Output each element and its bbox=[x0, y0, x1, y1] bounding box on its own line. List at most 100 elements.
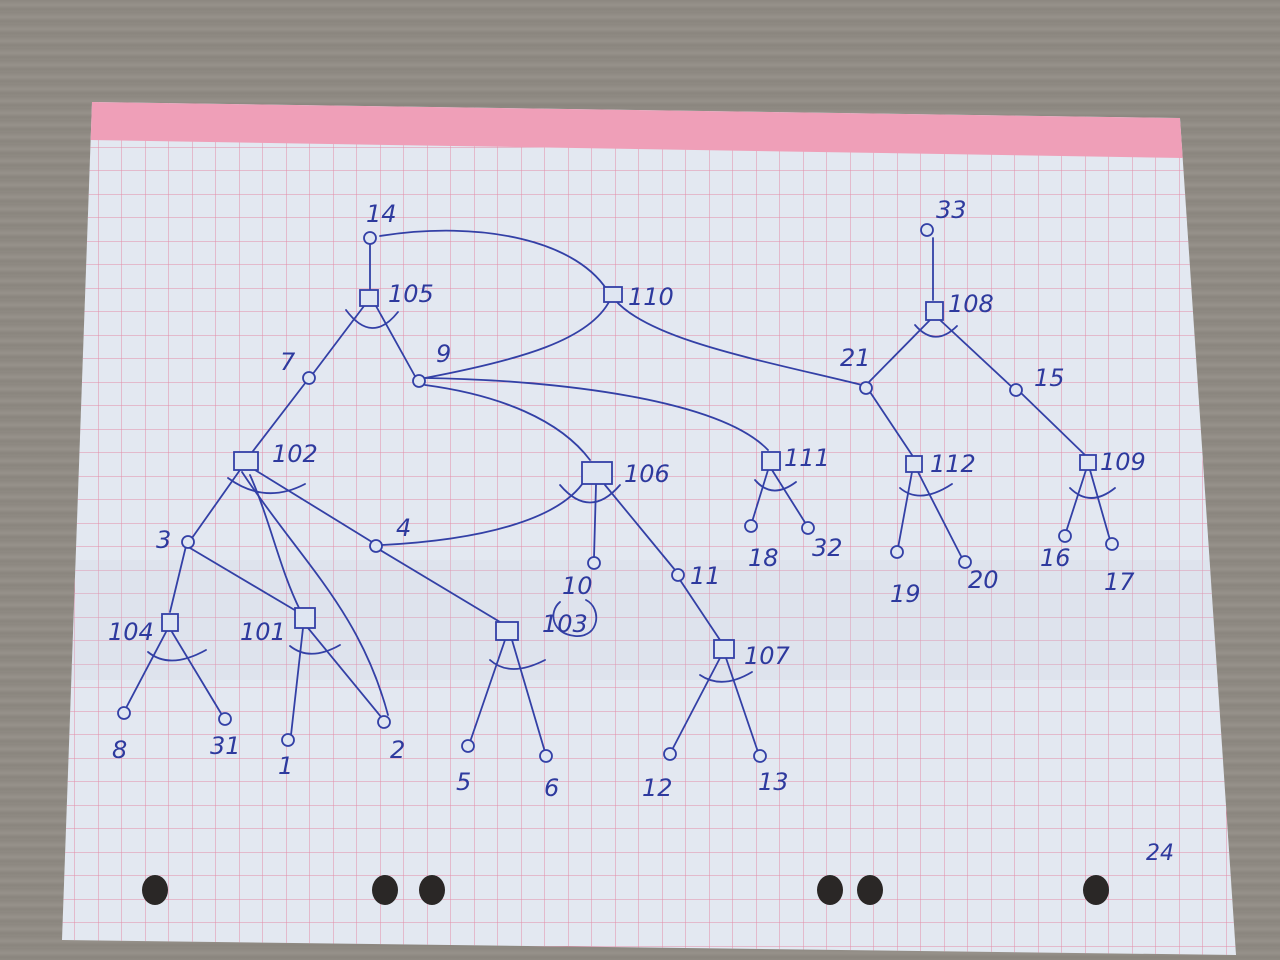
node-108-box bbox=[925, 301, 944, 321]
label-20: 20 bbox=[968, 566, 999, 594]
binder-holes bbox=[142, 875, 1109, 905]
edge-111-18 bbox=[751, 469, 769, 523]
edge-103-5 bbox=[469, 639, 506, 743]
label-110: 110 bbox=[628, 283, 674, 311]
label-109: 109 bbox=[1100, 448, 1146, 476]
edge-21-112 bbox=[869, 391, 913, 456]
node-4-circle bbox=[369, 539, 383, 553]
node-107-box bbox=[713, 639, 735, 659]
node-11-circle bbox=[671, 568, 685, 582]
and-arc-109 bbox=[1069, 487, 1116, 499]
node-8-circle bbox=[117, 706, 131, 720]
edge-3-104 bbox=[169, 545, 187, 613]
and-arc-112 bbox=[899, 483, 953, 497]
label-101: 101 bbox=[240, 618, 286, 646]
label-8: 8 bbox=[112, 736, 127, 764]
label-106: 106 bbox=[624, 460, 670, 488]
node-105-box bbox=[359, 289, 379, 307]
label-2: 2 bbox=[390, 736, 405, 764]
and-arc-102 bbox=[227, 477, 306, 495]
node-5-circle bbox=[461, 739, 475, 753]
edge-112-19 bbox=[897, 471, 913, 549]
label-31: 31 bbox=[210, 732, 241, 760]
node-16-circle bbox=[1058, 529, 1072, 543]
pink-margin-band bbox=[88, 102, 1183, 158]
and-arc-101 bbox=[289, 644, 341, 655]
edge-105-9 bbox=[375, 305, 417, 379]
edge-112-20 bbox=[917, 471, 963, 559]
and-arc-103 bbox=[489, 659, 546, 670]
label-7: 7 bbox=[280, 348, 296, 376]
and-arc-107 bbox=[699, 671, 753, 683]
loop-around-103 bbox=[552, 599, 598, 637]
edge-109-16 bbox=[1065, 469, 1087, 533]
node-102-box bbox=[233, 451, 259, 471]
edge-104-8 bbox=[125, 631, 167, 709]
edge-106-9 bbox=[424, 384, 591, 461]
label-32: 32 bbox=[812, 534, 843, 562]
label-9: 9 bbox=[436, 340, 451, 368]
node-33-circle bbox=[920, 223, 934, 237]
node-10-circle bbox=[587, 556, 601, 570]
node-15-circle bbox=[1009, 383, 1023, 397]
node-14-circle bbox=[363, 231, 377, 245]
node-17-circle bbox=[1105, 537, 1119, 551]
label-4: 4 bbox=[396, 514, 411, 542]
node-12-circle bbox=[663, 747, 677, 761]
edge-109-17 bbox=[1089, 469, 1111, 541]
node-20-circle bbox=[958, 555, 972, 569]
and-arc-106 bbox=[559, 484, 621, 504]
edge-105-7 bbox=[311, 305, 365, 376]
node-106-box bbox=[581, 461, 613, 485]
label-103: 103 bbox=[542, 610, 588, 638]
label-18: 18 bbox=[748, 544, 779, 572]
label-104: 104 bbox=[108, 618, 154, 646]
node-112-box bbox=[905, 455, 923, 473]
label-12: 12 bbox=[642, 774, 673, 802]
node-6-circle bbox=[539, 749, 553, 763]
label-3: 3 bbox=[156, 526, 171, 554]
label-108: 108 bbox=[948, 290, 994, 318]
and-arc-111 bbox=[754, 479, 797, 492]
label-11: 11 bbox=[690, 562, 721, 590]
label-13: 13 bbox=[758, 768, 789, 796]
and-arc-104 bbox=[147, 649, 207, 662]
edge-110-14 bbox=[379, 229, 611, 296]
edge-107-13 bbox=[725, 657, 759, 753]
edge-106-4 bbox=[381, 479, 586, 546]
label-16: 16 bbox=[1040, 544, 1071, 572]
label-102: 102 bbox=[272, 440, 318, 468]
node-labels: 14 33 105 110 108 7 9 21 15 102 106 111 … bbox=[108, 196, 1174, 866]
node-19-circle bbox=[890, 545, 904, 559]
node-3-circle bbox=[181, 535, 195, 549]
edge-15-109 bbox=[1019, 391, 1086, 456]
edge-103-6 bbox=[511, 639, 546, 753]
node-2-circle bbox=[377, 715, 391, 729]
edge-101-1 bbox=[290, 627, 304, 736]
label-15: 15 bbox=[1034, 364, 1065, 392]
node-21-circle bbox=[859, 381, 873, 395]
edge-102-2 bbox=[241, 471, 389, 716]
and-arc-105 bbox=[345, 309, 399, 329]
edge-11-107 bbox=[679, 579, 721, 641]
label-19: 19 bbox=[890, 580, 921, 608]
label-21: 21 bbox=[840, 344, 871, 372]
circle-nodes bbox=[117, 223, 1119, 763]
node-1-circle bbox=[281, 733, 295, 747]
node-13-circle bbox=[753, 749, 767, 763]
label-17: 17 bbox=[1104, 568, 1135, 596]
edge-4-103 bbox=[379, 549, 501, 623]
node-111-box bbox=[761, 451, 781, 471]
label-112: 112 bbox=[930, 450, 976, 478]
edge-111-32 bbox=[771, 469, 807, 525]
label-33: 33 bbox=[936, 196, 967, 224]
edge-3-101 bbox=[189, 547, 299, 613]
label-6: 6 bbox=[544, 774, 559, 802]
label-5: 5 bbox=[456, 768, 471, 796]
node-31-circle bbox=[218, 712, 232, 726]
node-109-box bbox=[1079, 454, 1097, 471]
edge-101-2 bbox=[307, 627, 383, 719]
label-14: 14 bbox=[366, 200, 397, 228]
edge-106-10 bbox=[593, 484, 597, 559]
edge-111-9 bbox=[424, 377, 769, 451]
